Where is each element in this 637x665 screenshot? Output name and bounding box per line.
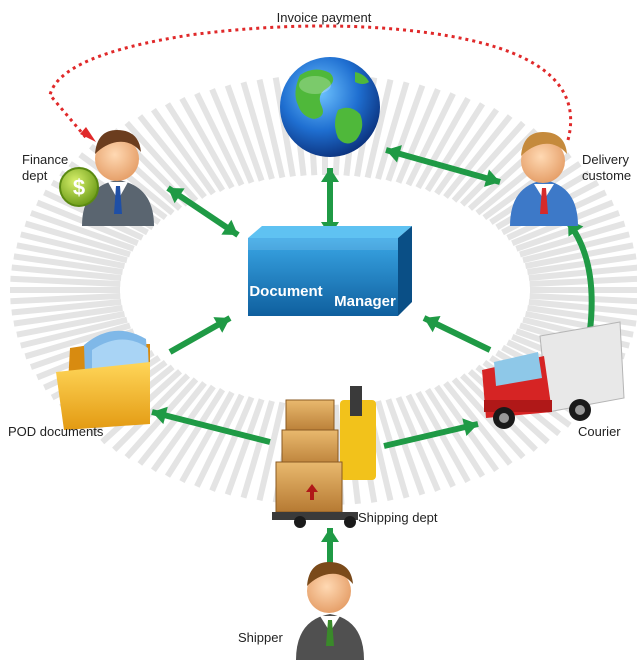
- arrow-finance-document-manager-tail-head: [168, 188, 185, 204]
- pod-documents-label: POD documents: [8, 424, 104, 439]
- ring-spoke: [395, 396, 441, 492]
- ring-spoke: [524, 242, 634, 270]
- arrow-pod-to-document-manager-head: [213, 317, 230, 333]
- shipper-businessman-icon: [296, 562, 364, 660]
- ring-spoke: [443, 114, 513, 199]
- ring-spoke: [164, 102, 226, 193]
- dotted-arrowhead: [80, 127, 96, 142]
- ring-spoke: [405, 92, 456, 187]
- arrow-shipping-to-courier-head: [462, 418, 478, 436]
- ring-spoke: [150, 384, 216, 473]
- shipping-dept-label: Shipping dept: [358, 510, 438, 525]
- ring-spoke: [179, 96, 235, 190]
- arrow-shipping-to-courier: [383, 421, 479, 449]
- ring-spoke: [519, 220, 626, 258]
- ring-spoke: [415, 96, 471, 190]
- ring-spoke: [415, 390, 471, 484]
- document-manager-label-line2: Manager: [334, 293, 396, 310]
- shipping-forklift-icon: [272, 386, 376, 528]
- document-manager-label-line1: Document: [249, 283, 322, 300]
- arrow-globe-delivery-head: [484, 169, 500, 187]
- ring-spoke: [137, 381, 207, 466]
- globe-icon: [280, 57, 380, 157]
- arrow-globe-document-manager-tail-head: [321, 168, 339, 182]
- arrow-globe-delivery: [385, 147, 501, 185]
- delivery-customer-businessman-icon: [510, 132, 578, 226]
- finance-dept-label: Finance dept: [22, 152, 69, 183]
- ring-spoke: [13, 253, 123, 275]
- ring-spoke: [24, 322, 131, 360]
- ring-spoke: [240, 400, 275, 499]
- arrow-finance-document-manager: [166, 185, 240, 238]
- ring-spoke: [375, 81, 410, 180]
- ring-spoke: [240, 81, 275, 180]
- ring-spoke: [256, 79, 286, 179]
- finance-businessman-icon: $: [59, 130, 154, 226]
- shipper-label: Shipper: [238, 630, 283, 645]
- ring-spoke: [224, 84, 265, 182]
- ring-spoke: [20, 316, 128, 349]
- arrow-finance-document-manager-head: [221, 219, 238, 235]
- ring-spoke: [194, 393, 245, 488]
- ring-spoke: [405, 393, 456, 488]
- delivery-customer-label: Delivery custome: [582, 152, 632, 183]
- ring-spoke: [424, 102, 486, 193]
- ring-spoke: [209, 396, 255, 492]
- ring-spoke: [528, 299, 637, 316]
- invoice-payment-label: Invoice payment: [276, 10, 372, 25]
- ring-spoke: [11, 264, 122, 281]
- ring-spoke: [194, 92, 245, 187]
- document-manager-cube-icon: [248, 226, 412, 316]
- ring-spoke: [13, 305, 123, 327]
- ring-spoke: [112, 373, 190, 452]
- ring-spoke: [364, 79, 394, 179]
- ring-spoke: [527, 305, 637, 327]
- ring-spoke: [528, 264, 637, 281]
- ring-spoke: [179, 390, 235, 484]
- ring-spoke: [150, 107, 216, 196]
- arrow-shipper-to-shipping-head: [321, 528, 339, 542]
- ring-spoke: [224, 398, 265, 496]
- ring-spoke: [10, 275, 121, 287]
- ring-spoke: [529, 293, 637, 305]
- ring-spoke: [522, 231, 630, 264]
- ring-spoke: [385, 398, 426, 496]
- ring-spoke: [29, 210, 135, 252]
- ring-spoke: [20, 231, 128, 264]
- ring-spoke: [16, 242, 126, 270]
- ring-spoke: [10, 293, 121, 305]
- ring-spoke: [527, 253, 637, 275]
- svg-text:$: $: [73, 175, 85, 200]
- ring-spoke: [460, 128, 538, 207]
- ring-spoke: [529, 275, 637, 287]
- ring-spoke: [451, 377, 526, 460]
- ring-spoke: [24, 220, 131, 258]
- ring-spoke: [395, 88, 441, 184]
- ring-spoke: [209, 88, 255, 184]
- arrow-globe-delivery-tail-head: [386, 145, 402, 163]
- ring-spoke: [16, 310, 126, 338]
- ring-spoke: [256, 401, 286, 501]
- ring-spoke: [515, 210, 621, 252]
- arrow-shipping-to-pod: [151, 409, 271, 445]
- ring-spoke: [424, 387, 486, 478]
- courier-label: Courier: [578, 424, 621, 439]
- pod-folder-icon: [56, 330, 150, 430]
- ring-spoke: [375, 400, 410, 499]
- arrow-courier-to-document-manager-head: [424, 316, 441, 333]
- courier-truck-icon: [482, 321, 625, 429]
- invoice-payment-dotted-arrow: [48, 24, 573, 141]
- ring-spoke: [434, 107, 500, 196]
- ring-spoke: [124, 120, 199, 203]
- ring-spoke: [385, 84, 426, 182]
- ring-spoke: [164, 387, 226, 478]
- arrow-shipping-to-pod-head: [152, 406, 168, 425]
- ring-spoke: [451, 120, 526, 203]
- ring-spoke: [137, 114, 207, 199]
- ring-spoke: [11, 299, 122, 316]
